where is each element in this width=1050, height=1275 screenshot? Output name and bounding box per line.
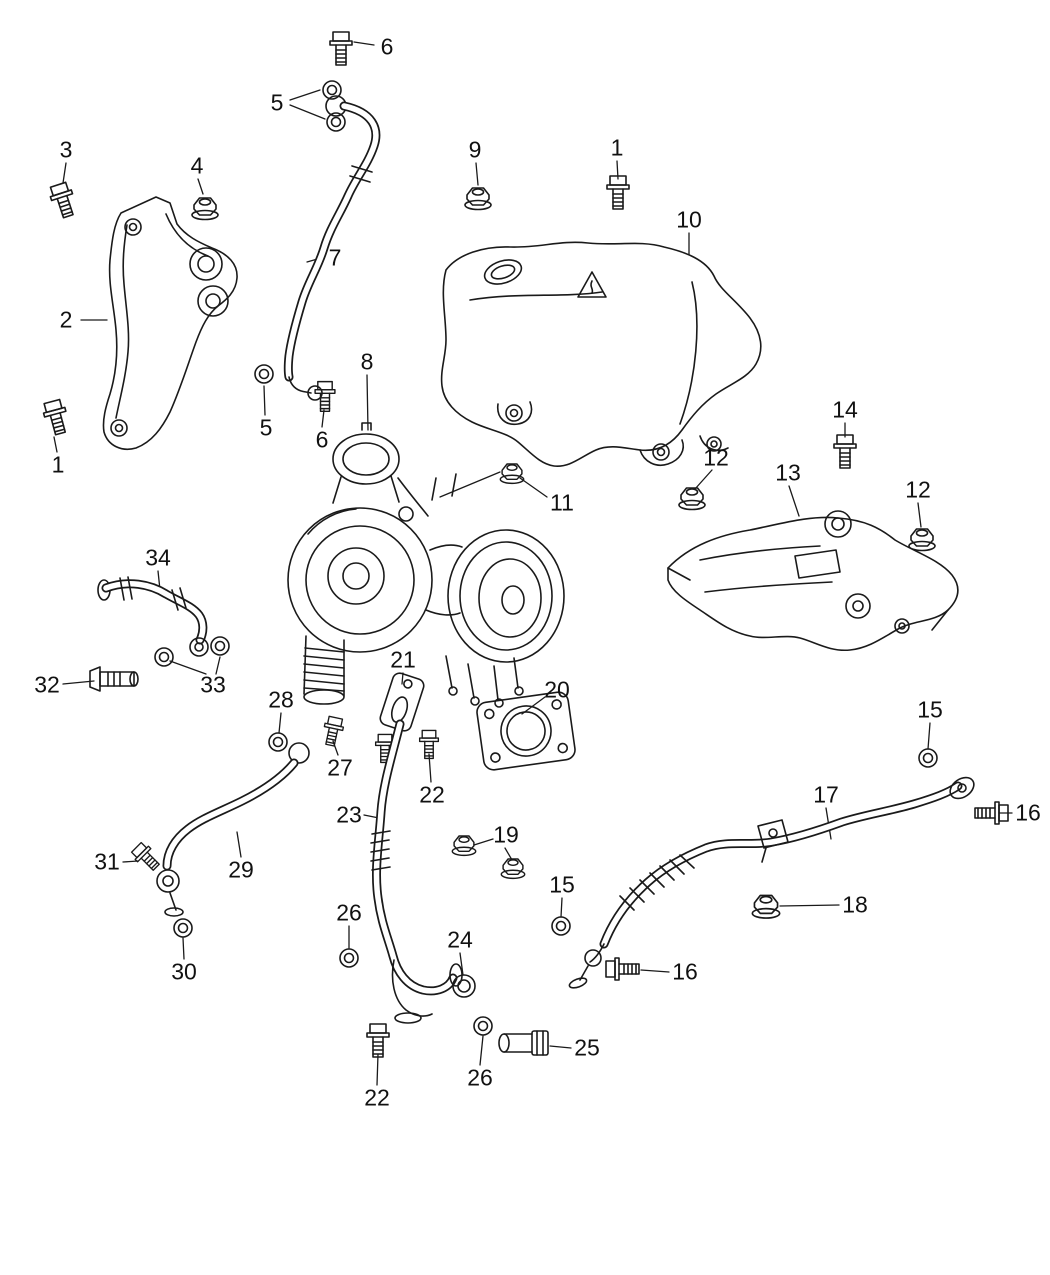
- callout-1: 1: [610, 134, 624, 161]
- callout-8: 8: [360, 348, 374, 375]
- washer-26-left: [339, 948, 359, 968]
- nut-11: [499, 463, 525, 485]
- washer-26-right: [473, 1016, 493, 1036]
- callout-15: 15: [917, 696, 943, 723]
- callout-30: 30: [171, 958, 197, 985]
- bolt-1-right: [606, 175, 630, 210]
- callout-23: 23: [336, 801, 362, 828]
- callout-16: 16: [672, 958, 698, 985]
- callout-31: 31: [94, 848, 120, 875]
- callout-11: 11: [550, 489, 574, 516]
- callout-9: 9: [468, 136, 482, 163]
- callout-15: 15: [549, 871, 575, 898]
- nut-12-left: [678, 487, 706, 511]
- hot-surface-warning-icon: [577, 271, 607, 298]
- callout-5: 5: [259, 414, 273, 441]
- bolt-31: [129, 840, 164, 875]
- callout-20: 20: [544, 676, 570, 703]
- nut-4: [191, 197, 219, 221]
- callout-10: 10: [676, 206, 702, 233]
- bolt-3: [46, 180, 80, 221]
- nut-9: [464, 187, 492, 211]
- bolt-16-lower: [605, 957, 640, 981]
- callout-32: 32: [34, 671, 60, 698]
- callout-28: 28: [268, 686, 294, 713]
- callout-26: 26: [336, 899, 362, 926]
- callout-7: 7: [328, 244, 342, 271]
- gasket-21: [379, 672, 425, 732]
- washer-5-lower: [254, 364, 274, 384]
- callout-13: 13: [775, 459, 801, 486]
- callout-33: 33: [200, 671, 226, 698]
- bolt-22-bottom: [366, 1023, 390, 1058]
- nut-18: [751, 894, 781, 919]
- callout-5: 5: [270, 89, 284, 116]
- washer-33-left: [154, 647, 174, 667]
- callout-6: 6: [315, 426, 329, 453]
- callout-22: 22: [419, 781, 445, 808]
- callout-4: 4: [190, 152, 204, 179]
- callout-12: 12: [905, 476, 931, 503]
- upper-heat-shield: [440, 241, 762, 467]
- lower-heat-shield: [667, 510, 959, 652]
- leader-lines: [53, 41, 1013, 1086]
- bolt-1-left: [40, 397, 72, 438]
- banjo-bolt-32: [89, 666, 139, 692]
- callout-14: 14: [832, 396, 858, 423]
- callout-1: 1: [51, 451, 65, 478]
- oil-return-pipe: [156, 742, 310, 917]
- washer-15-lower: [551, 916, 571, 936]
- coolant-hose-upper: [97, 576, 209, 657]
- fitting-25: [498, 1030, 549, 1056]
- callout-22: 22: [364, 1084, 390, 1111]
- coolant-hose-lower: [568, 776, 975, 989]
- flange-nut-19a: [451, 835, 477, 857]
- bolt-6-lower: [314, 380, 336, 413]
- washer-28: [268, 732, 288, 752]
- callout-18: 18: [842, 891, 868, 918]
- callout-34: 34: [145, 544, 171, 571]
- mounting-bracket: [102, 196, 238, 450]
- callout-19: 19: [493, 821, 519, 848]
- nut-12-right: [908, 528, 936, 552]
- callout-12: 12: [703, 444, 729, 471]
- gasket-20: [476, 691, 576, 771]
- flange-nut-19b: [500, 858, 526, 880]
- callout-26: 26: [467, 1064, 493, 1091]
- bolt-14: [833, 434, 857, 469]
- oil-drain-tube: [370, 719, 463, 1024]
- callout-16: 16: [1015, 799, 1041, 826]
- washer-30: [173, 918, 193, 938]
- washer-33-right: [210, 636, 230, 656]
- callout-2: 2: [59, 306, 73, 333]
- callout-25: 25: [574, 1034, 600, 1061]
- callout-17: 17: [813, 781, 839, 808]
- callout-21: 21: [390, 646, 416, 673]
- turbocharger: [287, 422, 565, 708]
- callout-6: 6: [380, 33, 394, 60]
- callout-29: 29: [228, 856, 254, 883]
- callout-3: 3: [59, 136, 73, 163]
- callout-27: 27: [327, 754, 353, 781]
- callout-24: 24: [447, 926, 473, 953]
- washer-15-upper: [918, 748, 938, 768]
- oil-supply-line: [283, 31, 381, 401]
